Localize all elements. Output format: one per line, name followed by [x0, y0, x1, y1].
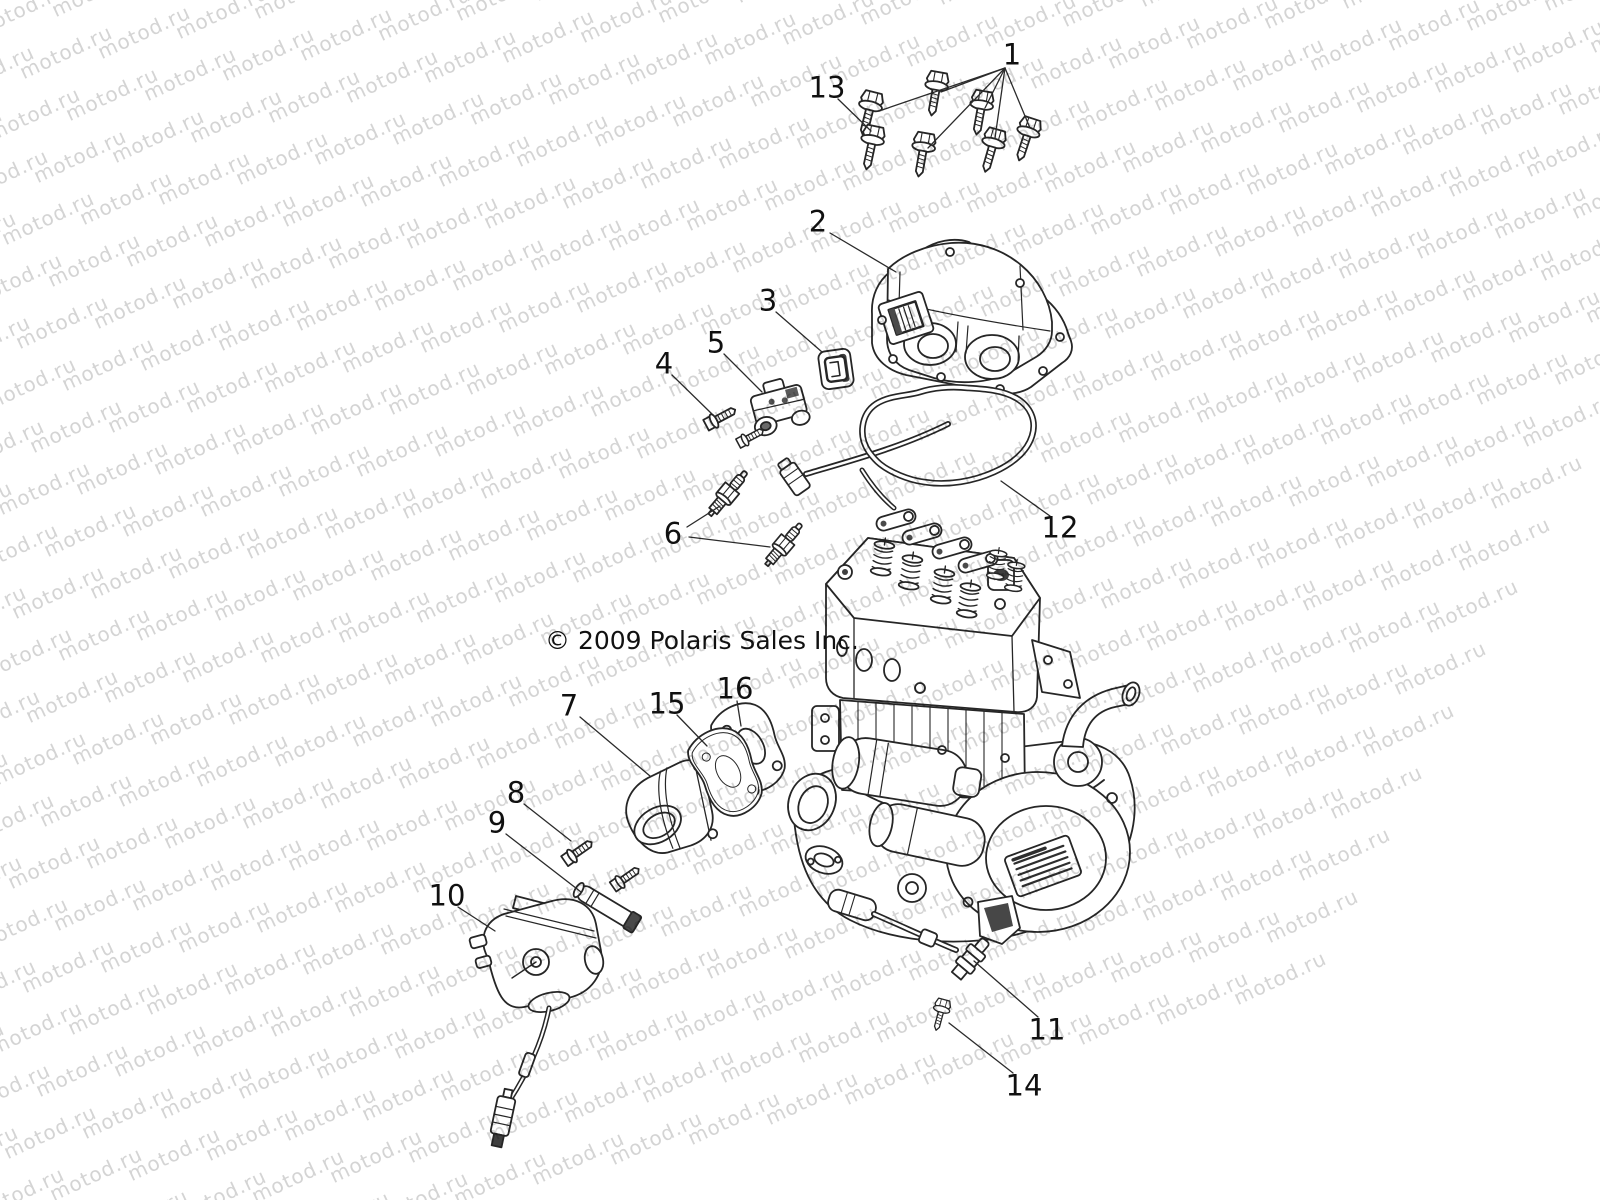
engine-label-sticker [1004, 834, 1082, 898]
plug-wire-part11 [827, 888, 990, 981]
engine-assembly [777, 421, 1141, 945]
leader-line-2 [829, 232, 897, 273]
leader-line-6 [686, 505, 721, 528]
leader-line-1 [940, 67, 1006, 93]
copyright-text: © 2009 Polaris Sales Inc. [545, 626, 859, 655]
leader-line-15 [676, 714, 708, 747]
leader-line-12 [1000, 480, 1051, 517]
leader-line-13 [837, 98, 872, 132]
valve-cover-part2 [871, 238, 1073, 395]
bolt-part14 [927, 996, 953, 1034]
leader-line-16 [736, 700, 742, 727]
leader-line-14 [948, 1022, 1014, 1074]
leader-line-11 [973, 960, 1039, 1018]
throttle-cable-connector [489, 1087, 517, 1149]
leader-line-1 [994, 67, 1006, 139]
leader-line-5 [723, 353, 763, 393]
bolts-part8 [559, 835, 644, 894]
leader-lines [457, 67, 1051, 1074]
leader-line-9 [505, 833, 582, 893]
leader-line-1 [927, 67, 1006, 149]
leader-line-7 [579, 716, 651, 777]
cover-gasket-part12 [859, 383, 1037, 487]
leader-line-6 [688, 536, 771, 548]
leader-line-8 [523, 803, 572, 842]
leader-line-1 [1004, 67, 1031, 129]
leader-line-10 [457, 906, 496, 932]
throttle-body-part10 [468, 895, 605, 1149]
leader-line-4 [671, 374, 713, 415]
cover-bolts-part1-13 [850, 69, 1045, 180]
leader-line-3 [775, 311, 823, 353]
grommet-part3 [817, 347, 855, 391]
leader-line-1 [984, 67, 1006, 109]
